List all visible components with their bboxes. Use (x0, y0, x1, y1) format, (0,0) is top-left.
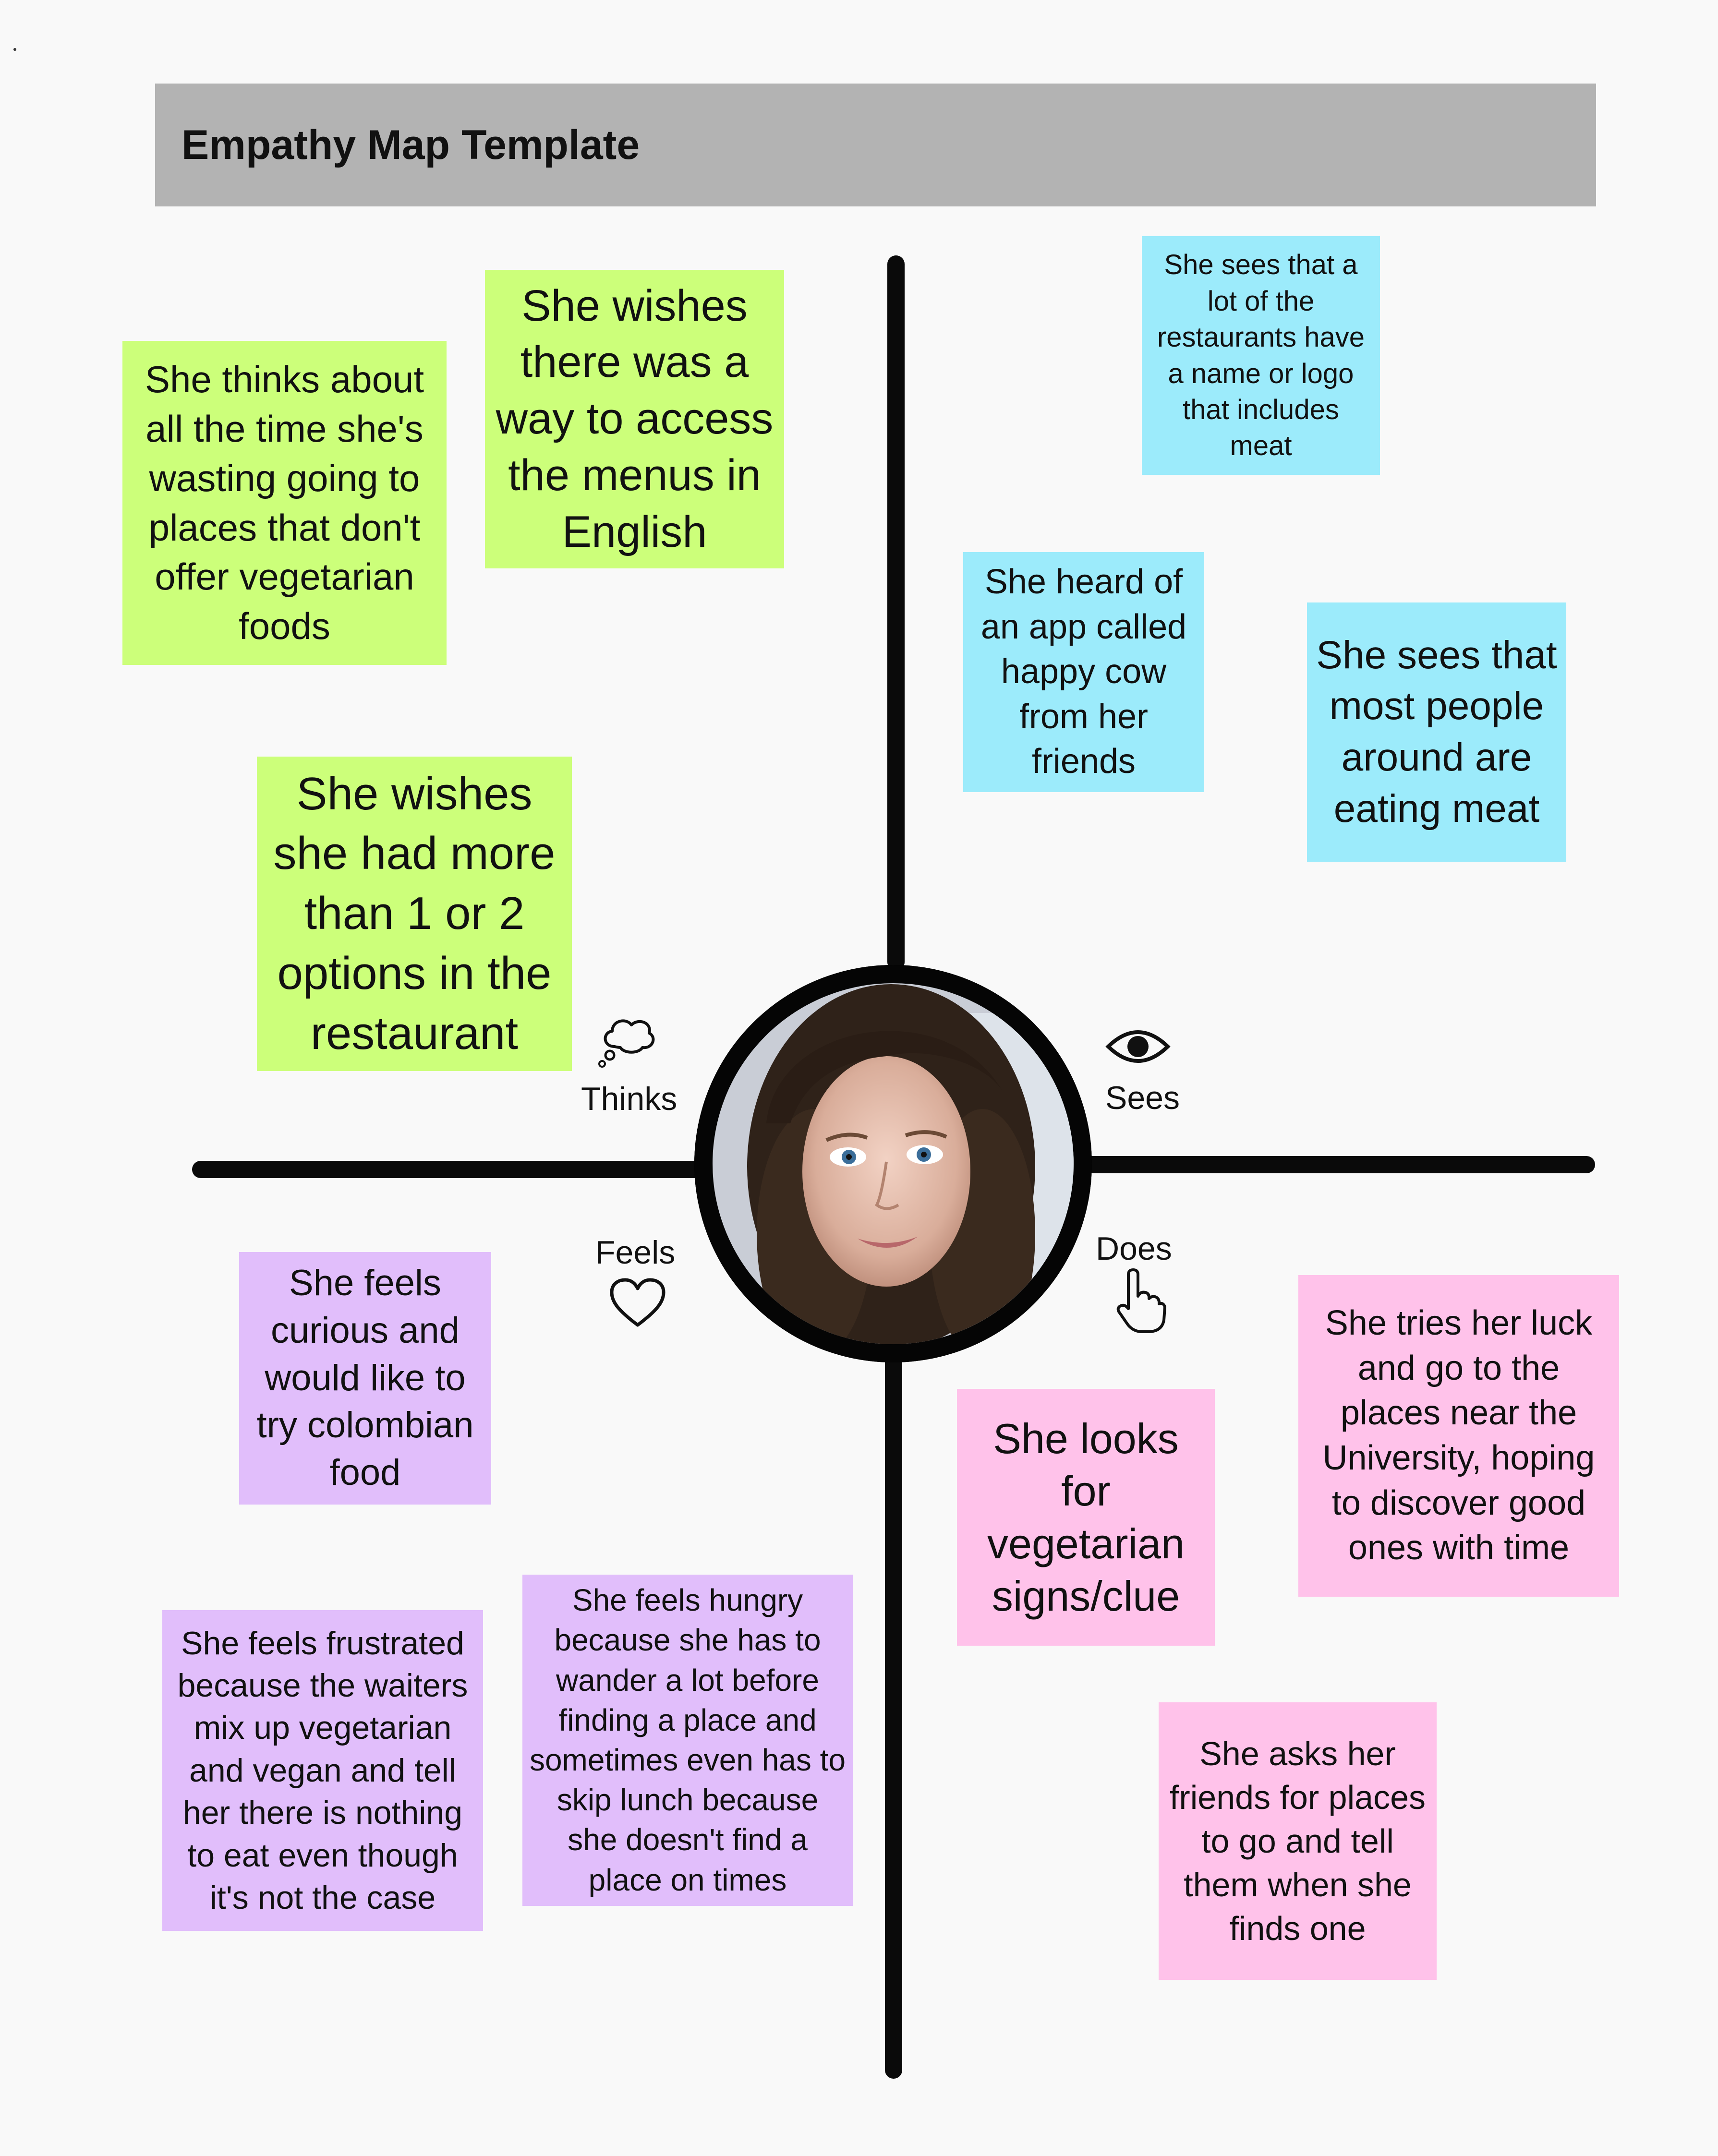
sticky-note-does: She tries her luck and go to the places … (1298, 1275, 1619, 1597)
sticky-note-sees: She heard of an app called happy cow fro… (963, 552, 1204, 792)
pointing-hand-icon (1116, 1268, 1166, 1333)
sticky-note-thinks: She thinks about all the time she's wast… (122, 341, 447, 665)
page-title: Empathy Map Template (181, 121, 640, 168)
sticky-note-sees: She sees that a lot of the restaurants h… (1142, 236, 1380, 475)
persona-portrait (694, 965, 1092, 1362)
sticky-note-feels: She feels frustrated because the waiters… (162, 1610, 483, 1931)
sticky-note-feels: She feels hungry because she has to wand… (522, 1575, 853, 1906)
sticky-note-feels: She feels curious and would like to try … (239, 1252, 491, 1505)
quadrant-label-sees: Sees (1105, 1080, 1180, 1116)
quadrant-label-does: Does (1096, 1230, 1172, 1267)
sticky-note-sees: She sees that most people around are eat… (1307, 602, 1566, 862)
axis-horizontal-right (1080, 1156, 1595, 1173)
sticky-note-thinks: She wishes she had more than 1 or 2 opti… (257, 757, 572, 1071)
sticky-note-does: She asks her friends for places to go an… (1159, 1702, 1437, 1980)
axis-vertical-bottom (885, 1354, 902, 2079)
axis-vertical-top (887, 255, 905, 971)
stray-dot (13, 48, 16, 51)
persona-avatar (694, 965, 1092, 1362)
sticky-note-does: She looks for vegetarian signs/clue (957, 1389, 1215, 1646)
eye-icon (1105, 1030, 1171, 1063)
quadrant-label-thinks: Thinks (581, 1081, 678, 1117)
thought-bubble-icon (598, 1019, 655, 1068)
quadrant-label-feels: Feels (595, 1234, 676, 1271)
header-bar: Empathy Map Template (155, 84, 1596, 206)
axis-horizontal-left (192, 1161, 711, 1178)
sticky-note-thinks: She wishes there was a way to access the… (485, 270, 784, 568)
heart-icon (610, 1278, 665, 1327)
